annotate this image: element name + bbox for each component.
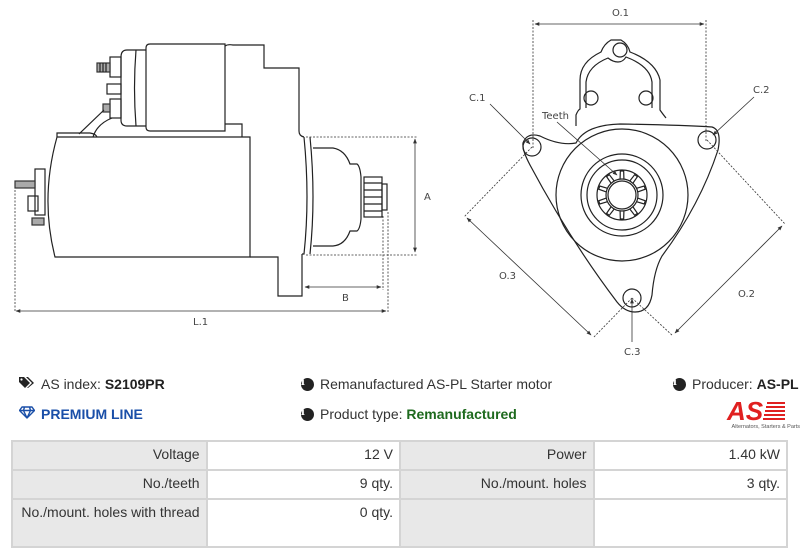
label-c2: C.2 [753, 85, 770, 96]
spec-label [398, 498, 595, 548]
terminal-bottom-nut [109, 98, 122, 119]
spec-value: 1.40 kW [592, 440, 789, 471]
product-type-label: Product type: [320, 406, 403, 422]
label-a: A [424, 192, 431, 203]
pointer-teeth [556, 121, 618, 176]
table-row: Voltage 12 V Power 1.40 kW [11, 440, 789, 471]
as-pl-logo: AS Alternators, Starters & Parts [705, 397, 800, 433]
spec-value: 12 V [205, 440, 401, 471]
spec-label: No./teeth [11, 469, 208, 500]
technical-drawings: A B L.1 [14, 8, 786, 358]
pinion-tooth [636, 185, 647, 193]
starter-drawing-svg: A B L.1 [14, 8, 786, 358]
pinion-tooth [597, 197, 608, 205]
logo-text: AS [726, 397, 764, 425]
spec-value: 9 qty. [205, 469, 401, 500]
pinion-tooth [619, 210, 625, 220]
producer-label: Producer: [692, 376, 753, 392]
product-description: i Remanufactured AS-PL Starter motor [301, 376, 552, 392]
side-dimensions [14, 136, 417, 313]
solenoid-cap [120, 49, 146, 127]
terminal-middle-stud [106, 83, 122, 95]
label-teeth: Teeth [541, 111, 569, 122]
label-l1: L.1 [193, 317, 208, 328]
label-o1: O.1 [612, 8, 629, 19]
spec-label: Power [398, 440, 595, 471]
product-type: i Product type: Remanufactured [301, 406, 517, 422]
pinion-tooth [605, 206, 615, 217]
pinion-teeth [597, 170, 647, 220]
pointer-c1 [489, 103, 531, 145]
spec-value [592, 498, 789, 548]
producer-value: AS-PL [756, 376, 799, 392]
mounting-flange [250, 254, 303, 297]
label-c3: C.3 [624, 347, 641, 358]
diamond-icon [18, 406, 36, 422]
as-index: AS index: S2109PR [19, 376, 165, 392]
info-circle-icon: i [301, 377, 314, 391]
solenoid-body [145, 43, 226, 132]
motor-body [47, 136, 251, 258]
pinion-tooth [597, 185, 608, 193]
pinion-housing [313, 147, 362, 247]
product-type-value: Remanufactured [406, 406, 517, 422]
table-row: No./mount. holes with thread 0 qty. [11, 498, 789, 548]
as-index-value: S2109PR [104, 376, 165, 392]
pinion-tooth [629, 206, 639, 217]
logo-mark: AS [726, 397, 785, 425]
pinion-gear [363, 176, 388, 218]
label-o3: O.3 [499, 271, 516, 282]
label-b: B [342, 293, 349, 304]
premium-line[interactable]: PREMIUM LINE [18, 406, 143, 422]
tags-icon [19, 376, 35, 392]
spec-label: No./mount. holes with thread [11, 498, 208, 548]
info-circle-icon: i [301, 407, 314, 421]
side-view [14, 43, 388, 297]
label-o2: O.2 [738, 289, 755, 300]
dimension-o2-line [674, 225, 783, 334]
spec-label: Voltage [11, 440, 208, 471]
table-row: No./teeth 9 qty. No./mount. holes 3 qty. [11, 469, 789, 500]
spec-label: No./mount. holes [398, 469, 595, 500]
mount-hole-c1 [522, 137, 542, 157]
logo-tagline: Alternators, Starters & Parts [731, 424, 800, 430]
spec-value: 0 qty. [205, 498, 401, 548]
pinion-tooth [619, 170, 625, 180]
outer-ring [555, 128, 689, 262]
specs-table: Voltage 12 V Power 1.40 kW No./teeth 9 q… [11, 440, 789, 548]
pinion-tooth [605, 173, 615, 184]
end-view [522, 39, 720, 313]
end-dimensions [463, 20, 786, 342]
terminal-top-nut [109, 56, 122, 78]
end-flange [522, 123, 720, 313]
as-index-label: AS index: [41, 376, 101, 392]
pinion-tooth [636, 197, 647, 205]
spec-value: 3 qty. [592, 469, 789, 500]
pointer-c2 [712, 96, 755, 136]
mount-hole-c2 [697, 130, 717, 150]
description-text: Remanufactured AS-PL Starter motor [320, 376, 553, 392]
producer: i Producer: AS-PL [673, 376, 799, 392]
dimension-o3-line [466, 217, 592, 336]
pinion-bore [607, 180, 637, 210]
info-circle-icon: i [673, 377, 686, 391]
top-lug [575, 39, 667, 126]
drive-housing [224, 44, 305, 138]
premium-line-label[interactable]: PREMIUM LINE [41, 406, 143, 422]
label-c1: C.1 [469, 93, 486, 104]
pinion-tooth [629, 173, 639, 184]
